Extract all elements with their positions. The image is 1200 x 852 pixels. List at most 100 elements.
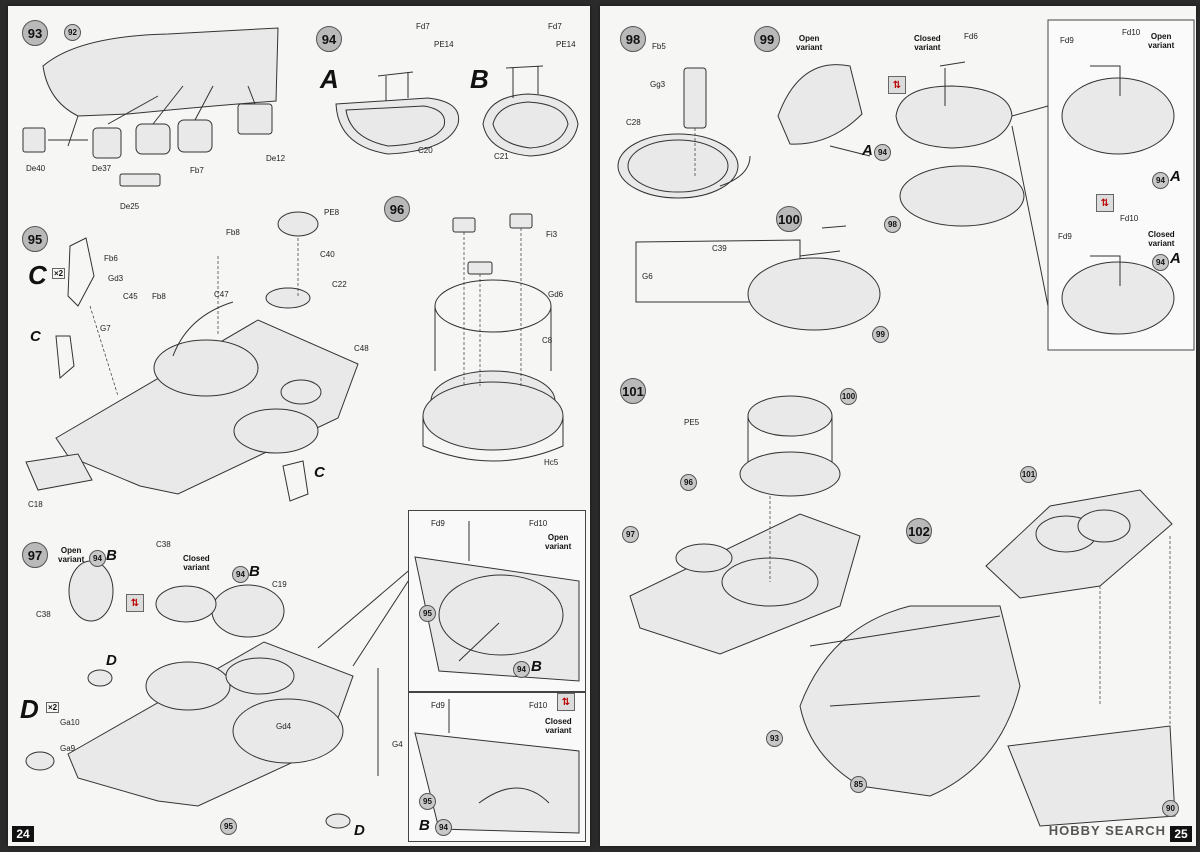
part-fd7-b: Fd7 <box>548 22 562 31</box>
step-101-badge: 101 <box>620 378 646 404</box>
ref-94-right-text-2: 94 <box>1156 176 1165 185</box>
ref-94-right-text-1: 94 <box>878 148 887 157</box>
part-c38-a: C38 <box>156 540 171 549</box>
step-101-number: 101 <box>622 383 644 399</box>
part-fi3: Fi3 <box>546 230 558 239</box>
part-g6: G6 <box>642 272 653 281</box>
ref-93-102: 93 <box>766 730 783 747</box>
ref-94-text-1: 94 <box>93 554 102 563</box>
part-gd6: Gd6 <box>548 290 564 299</box>
ref-101-text: 101 <box>1021 470 1036 479</box>
part-fb8-b: Fb8 <box>226 228 240 237</box>
ref-85-text: 85 <box>854 780 863 789</box>
step-93-badge: 93 <box>22 20 48 46</box>
step-97-badge: 97 <box>22 542 48 568</box>
ref-85-102: 85 <box>850 776 867 793</box>
part-c8: C8 <box>542 336 553 345</box>
instruction-page-left: 93 92 95 96 94 97 A B C ×2 C C D ×2 D D … <box>8 6 590 846</box>
ref-94-b-label-1: B <box>106 547 117 564</box>
part-pe14-b: PE14 <box>556 40 576 49</box>
part-fd7-a: Fd7 <box>416 22 430 31</box>
step-95-badge: 95 <box>22 226 48 252</box>
part-gd3: Gd3 <box>108 274 124 283</box>
step-102-number: 102 <box>908 523 930 539</box>
variant-c-x2: ×2 <box>52 268 66 279</box>
ref-94-inset-closed-99: 94 <box>1152 254 1169 271</box>
ref-99-100: 99 <box>872 326 889 343</box>
ref-99-text: 99 <box>876 330 885 339</box>
ref-98-text: 98 <box>888 220 897 229</box>
part-pe8: PE8 <box>324 208 340 217</box>
variant-a-inset-closed: A <box>1170 250 1181 267</box>
ref-94-text-4: 94 <box>439 823 448 832</box>
variant-c-right-label: C <box>314 464 325 481</box>
ref-95-text-2: 95 <box>423 609 432 618</box>
part-c22: C22 <box>332 280 347 289</box>
part-pe14-a: PE14 <box>434 40 454 49</box>
ref-94-inset-open: 94 <box>513 661 530 678</box>
left-page-drawings <box>22 27 579 829</box>
step-96-number: 96 <box>389 201 405 217</box>
ref-94-99: 94 <box>874 144 891 161</box>
step-97-number: 97 <box>27 547 43 563</box>
part-de25: De25 <box>120 202 140 211</box>
variant-d-x2: ×2 <box>46 702 60 713</box>
ref-93-text: 93 <box>770 734 779 743</box>
page-number-left: 24 <box>12 826 34 842</box>
part-de37: De37 <box>92 164 112 173</box>
part-fd6: Fd6 <box>964 32 978 41</box>
inset-open-part-fd9: Fd9 <box>431 519 445 528</box>
part-g4: G4 <box>392 740 403 749</box>
part-fd10-inset-closed: Fd10 <box>1120 214 1139 223</box>
variant-a-inset-open: A <box>1170 168 1181 185</box>
ref-97-text: 97 <box>626 530 635 539</box>
part-g7: G7 <box>100 324 111 333</box>
ref-98-99: 98 <box>884 216 901 233</box>
step-94-number: 94 <box>321 31 337 47</box>
ref-101-102: 101 <box>1020 466 1037 483</box>
page-number-right: 25 <box>1170 826 1192 842</box>
ref-97-101: 97 <box>622 526 639 543</box>
ref-94-text-3: 94 <box>517 665 526 674</box>
part-fb8: Fb8 <box>152 292 166 301</box>
ref-92-badge: 92 <box>64 24 81 41</box>
part-c28: C28 <box>626 118 641 127</box>
ref-94-text-2: 94 <box>236 570 245 579</box>
variant-d-bottom-label: D <box>354 822 365 839</box>
part-hc5: Hc5 <box>544 458 559 467</box>
part-fb7: Fb7 <box>190 166 204 175</box>
ref-94-inset-closed: 94 <box>435 819 452 836</box>
step-99-number: 99 <box>759 31 775 47</box>
ref-96-101: 96 <box>680 474 697 491</box>
part-ga10: Ga10 <box>60 718 80 727</box>
ref-94-b-label-2: B <box>249 563 260 580</box>
step-98-badge: 98 <box>620 26 646 52</box>
ref-94-97a: 94 <box>89 550 106 567</box>
swap-arrow-icon-inset: ⇅ <box>1096 194 1114 212</box>
variant-a-99: A <box>862 142 873 159</box>
ref-94-inset-open-b: B <box>531 658 542 675</box>
ref-95-97: 95 <box>220 818 237 835</box>
hobby-search-watermark: HOBBY SEARCH <box>1048 823 1166 838</box>
swap-arrow-icon-99: ⇅ <box>888 76 906 94</box>
part-c48: C48 <box>354 344 369 353</box>
ref-95-inset-closed: 95 <box>419 793 436 810</box>
step-99-badge: 99 <box>754 26 780 52</box>
ref-90-text: 90 <box>1166 804 1175 813</box>
right-page-drawings <box>617 19 1195 827</box>
step-102-badge: 102 <box>906 518 932 544</box>
part-c47: C47 <box>214 290 229 299</box>
variant-d-label: D <box>20 694 39 724</box>
part-pe5: PE5 <box>684 418 700 427</box>
ref-94-97b: 94 <box>232 566 249 583</box>
step-100-badge: 100 <box>776 206 802 232</box>
ref-100-101: 100 <box>840 388 857 405</box>
